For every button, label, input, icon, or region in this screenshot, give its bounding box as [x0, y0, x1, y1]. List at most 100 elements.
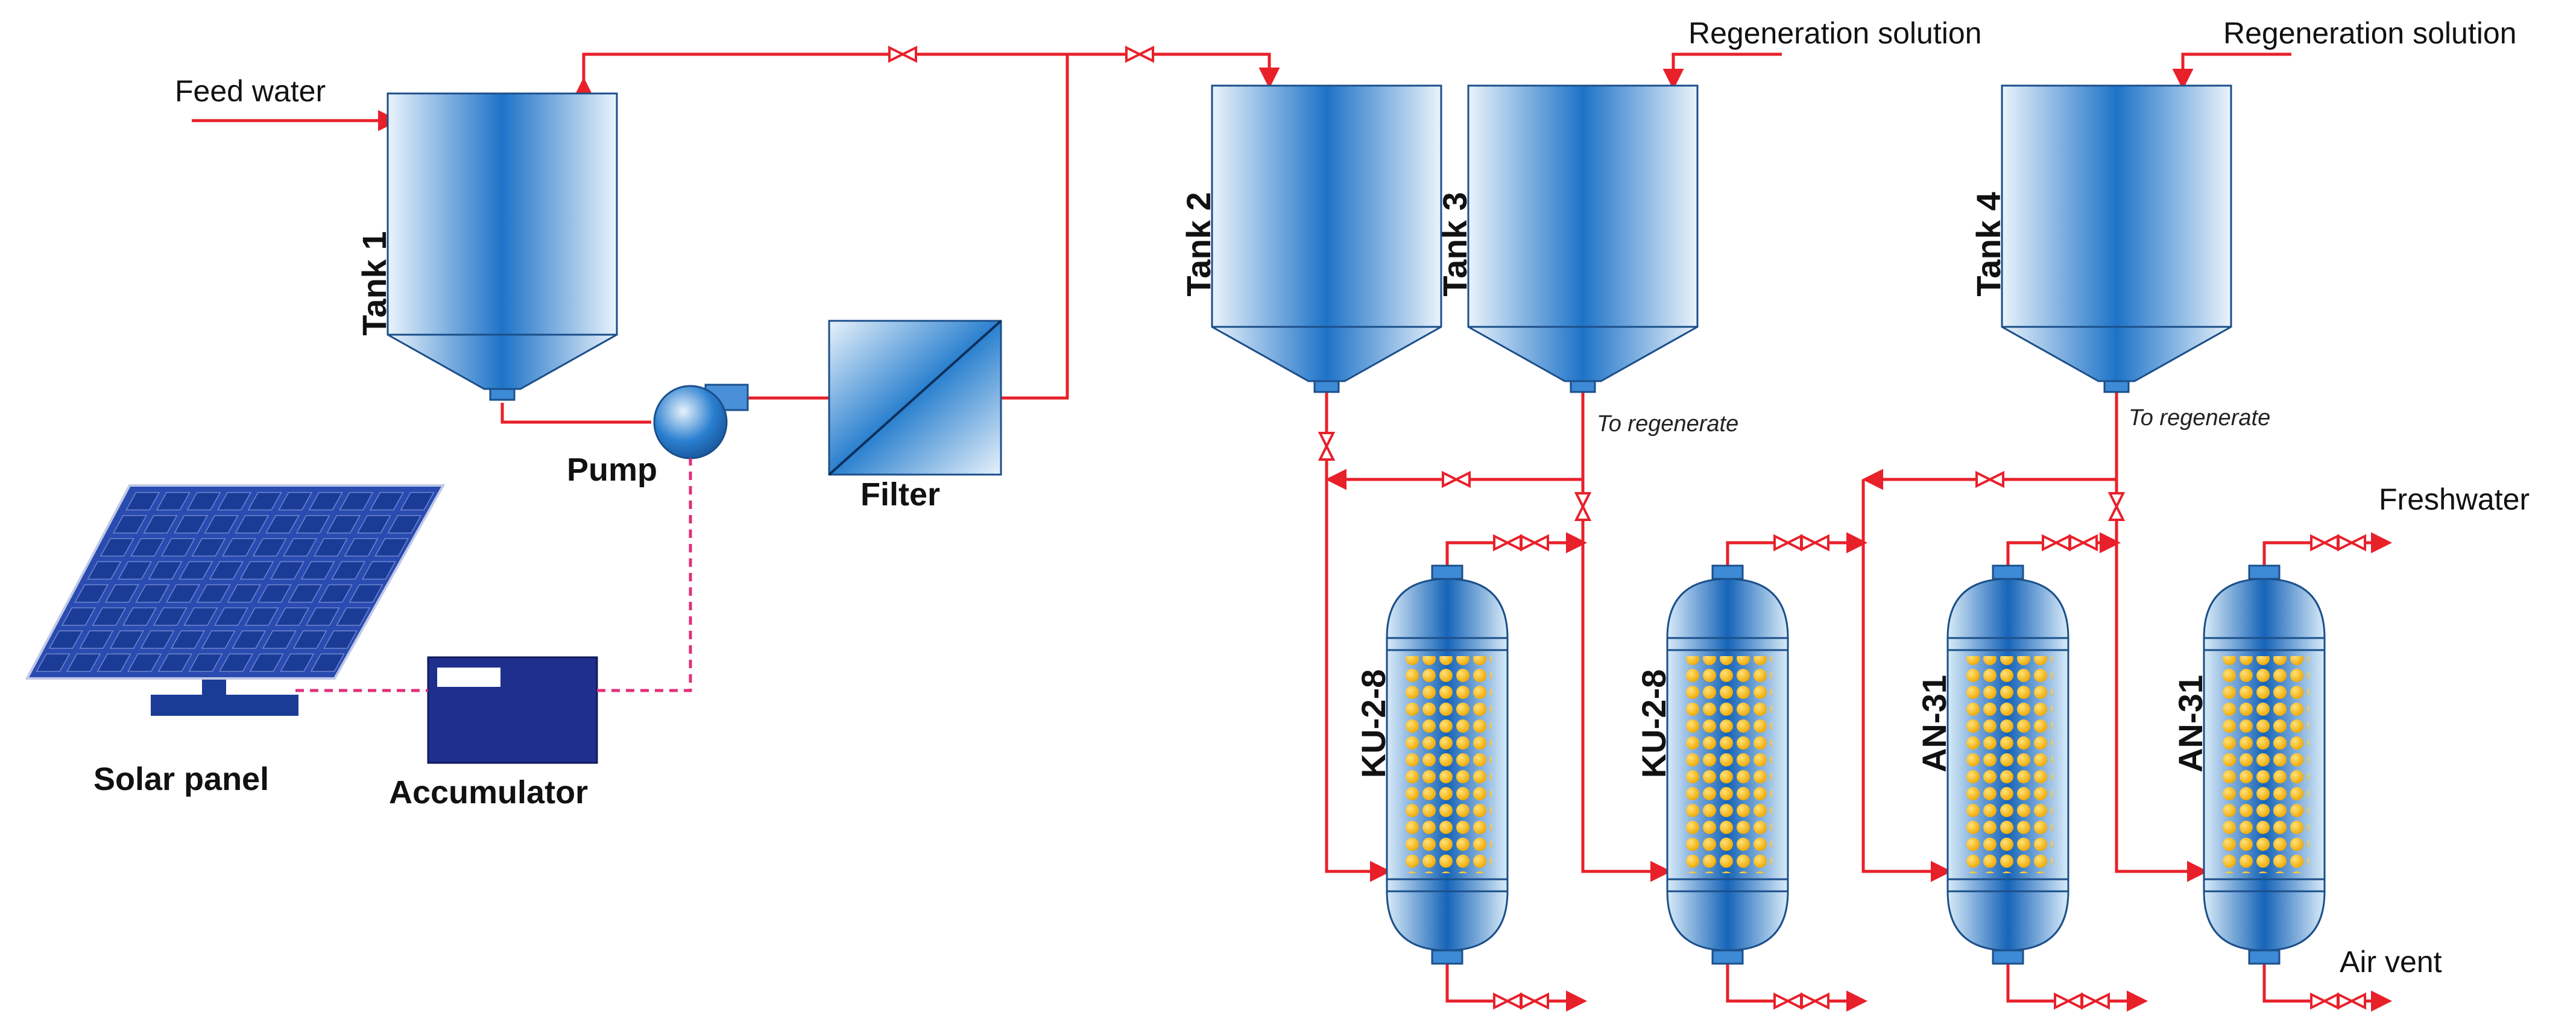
- solar-cell: [221, 538, 257, 557]
- solar-cell: [209, 561, 244, 580]
- pump-icon: [653, 385, 728, 460]
- col2-top-pipe: [1726, 532, 1867, 582]
- col1-top-pipe: [1445, 532, 1587, 582]
- solar-cell: [191, 538, 226, 557]
- solar-cell: [188, 653, 223, 672]
- solar-cell: [165, 584, 201, 603]
- solar-cell: [400, 491, 435, 511]
- column-3: [1946, 564, 2069, 965]
- solar-cell: [283, 538, 318, 557]
- pump-label: Pump: [567, 452, 657, 488]
- solar-cell: [213, 607, 249, 626]
- solar-cell: [247, 491, 282, 511]
- solar-cells-grid: [36, 491, 435, 672]
- solar-cell: [112, 515, 148, 534]
- solar-cell: [288, 584, 323, 603]
- solar-cell: [183, 607, 218, 626]
- solar-cell: [244, 607, 279, 626]
- solar-cell: [344, 538, 379, 557]
- solar-cell: [204, 515, 239, 534]
- solar-cell: [109, 630, 144, 649]
- solar-cell: [227, 584, 262, 603]
- tank-3: [1467, 84, 1699, 393]
- solar-cell: [262, 630, 297, 649]
- solar-cell: [278, 491, 313, 511]
- solar-cell: [216, 491, 252, 511]
- tank1-to-pump-pipe: [500, 403, 651, 424]
- solar-cell: [292, 630, 327, 649]
- solar-cell: [331, 561, 366, 580]
- valve-icon: [1493, 535, 1522, 551]
- valve-icon: [2337, 993, 2366, 1009]
- solar-cell: [156, 491, 191, 511]
- valve-icon: [1773, 535, 1802, 551]
- column-1: [1386, 564, 1509, 965]
- solar-cell: [135, 584, 170, 603]
- top-header-pipe: [582, 52, 1280, 89]
- solar-cell: [61, 607, 96, 626]
- solar-cell: [130, 538, 165, 557]
- column1-label: KU-2-8: [1354, 669, 1392, 778]
- solar-cell: [265, 515, 300, 534]
- solar-cell: [201, 630, 236, 649]
- solar-cell: [326, 515, 361, 534]
- column2-label: KU-2-8: [1635, 669, 1673, 778]
- tank2-to-col1-pipe: [1325, 392, 1391, 882]
- regen-pipe-2: [2172, 52, 2291, 90]
- solar-cell: [170, 630, 206, 649]
- solar-cell: [186, 491, 221, 511]
- solar-cell: [387, 515, 422, 534]
- valve-icon: [1520, 993, 1549, 1009]
- filter-to-header-pipe: [1001, 54, 1069, 400]
- solar-cell: [125, 491, 160, 511]
- valve-icon: [2054, 993, 2083, 1009]
- solar-cell: [257, 584, 292, 603]
- solar-cell: [117, 561, 153, 580]
- column3-label: AN-31: [1915, 675, 1953, 772]
- valve-icon: [1773, 993, 1802, 1009]
- solar-cell: [374, 538, 409, 557]
- regen-pipe-1: [1662, 52, 1782, 90]
- solar-cell: [313, 538, 348, 557]
- solar-cell: [148, 561, 183, 580]
- solar-cell: [323, 630, 358, 649]
- solar-cell: [174, 515, 209, 534]
- solar-cell: [275, 607, 310, 626]
- feed-water-label: Feed water: [175, 74, 326, 108]
- tank2-label: Tank 2: [1179, 192, 1217, 296]
- regeneration-solution-label-2: Regeneration solution: [2223, 16, 2516, 50]
- valve-icon: [1801, 993, 1829, 1009]
- solar-cell: [36, 653, 71, 672]
- tank-2: [1211, 84, 1442, 393]
- solar-cell: [157, 653, 192, 672]
- col3-inlet-pipe: [1861, 479, 1952, 882]
- solar-cell: [87, 561, 122, 580]
- pump: [653, 384, 749, 460]
- solar-cell: [232, 630, 267, 649]
- tank3-to-col2-pipe: [1581, 392, 1672, 882]
- valve-icon: [1520, 535, 1549, 551]
- solar-cell: [66, 653, 101, 672]
- col2-drain-pipe: [1726, 964, 1867, 1012]
- filter: [828, 320, 1002, 476]
- solar-cell: [249, 653, 284, 672]
- solar-panel: [25, 484, 446, 716]
- freshwater-label: Freshwater: [2379, 482, 2530, 516]
- valve-icon: [1975, 472, 2004, 487]
- solar-cell: [252, 538, 287, 557]
- solar-panel-label: Solar panel: [93, 761, 269, 797]
- solar-cell: [160, 538, 195, 557]
- valve-icon: [2042, 535, 2071, 551]
- solar-cell: [318, 584, 353, 603]
- regeneration-solution-label-1: Regeneration solution: [1688, 16, 1981, 50]
- air-vent-label: Air vent: [2340, 945, 2442, 979]
- to-regenerate-label-1: To regenerate: [1597, 411, 1738, 437]
- solar-cell: [74, 584, 109, 603]
- accumulator-label: Accumulator: [389, 774, 588, 810]
- valve-icon: [2337, 535, 2366, 551]
- column-2: [1666, 564, 1789, 965]
- solar-cell: [153, 607, 188, 626]
- solar-cell: [92, 607, 127, 626]
- valve-icon: [2069, 535, 2098, 551]
- valve-icon: [2310, 993, 2339, 1009]
